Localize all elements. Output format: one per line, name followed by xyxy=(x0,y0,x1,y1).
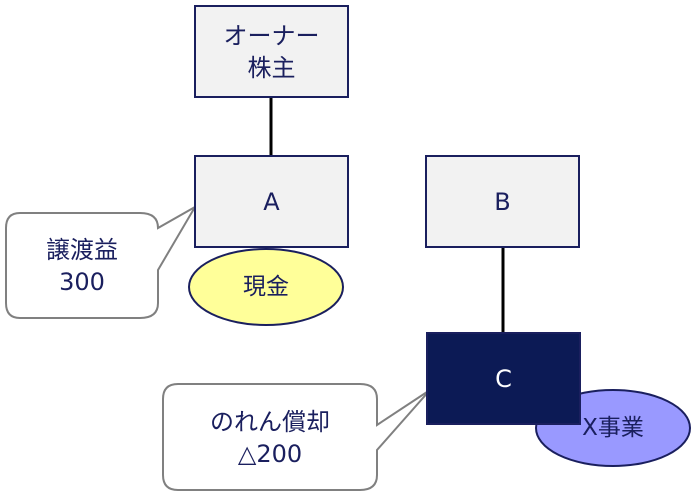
cash-badge-label: 現金 xyxy=(243,274,289,300)
goodwill-amortization-label: のれん償却 △200 xyxy=(210,408,330,468)
callout-transfer-gain-shape xyxy=(5,204,198,319)
cash-badge-shape xyxy=(188,248,344,326)
transfer-gain-label: 譲渡益 300 xyxy=(46,236,118,296)
owner-shareholder-box: オーナー 株主 xyxy=(194,5,349,98)
company-c-box: C xyxy=(426,332,581,425)
company-a-box: A xyxy=(194,155,349,248)
company-b-box: B xyxy=(425,155,580,248)
x-business-badge-label: X事業 xyxy=(582,415,644,441)
callout-goodwill-shape xyxy=(162,383,431,491)
